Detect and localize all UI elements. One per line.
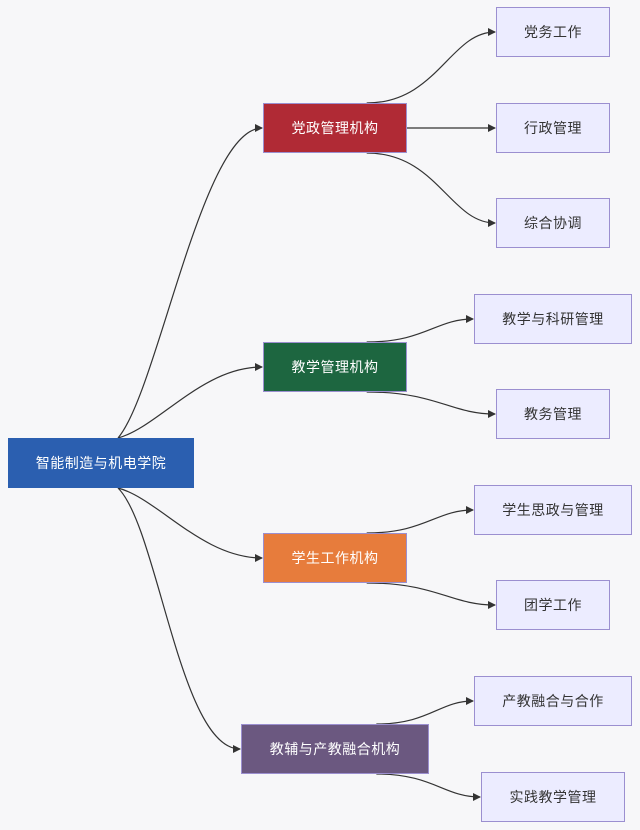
leaf-node: 综合协调 xyxy=(496,198,610,248)
leaf-node: 产教融合与合作 xyxy=(474,676,632,726)
edge-root-to-group xyxy=(117,487,241,753)
edge-group-to-leaf xyxy=(376,773,481,801)
group-node-teaching: 教学管理机构 xyxy=(263,342,407,392)
leaf-node: 行政管理 xyxy=(496,103,610,153)
root-node: 智能制造与机电学院 xyxy=(8,438,194,488)
edge-root-to-group xyxy=(117,124,263,439)
leaf-node: 实践教学管理 xyxy=(481,772,625,822)
leaf-node: 团学工作 xyxy=(496,580,610,630)
leaf-node: 教学与科研管理 xyxy=(474,294,632,344)
edge-group-to-leaf xyxy=(376,697,474,725)
edge-group-to-leaf xyxy=(366,391,496,418)
group-node-student: 学生工作机构 xyxy=(263,533,407,583)
group-node-support: 教辅与产教融合机构 xyxy=(241,724,429,774)
leaf-node: 教务管理 xyxy=(496,389,610,439)
leaf-node: 党务工作 xyxy=(496,7,610,57)
edge-group-to-leaf xyxy=(366,152,496,227)
edge-root-to-group xyxy=(117,487,263,562)
edge-group-to-leaf xyxy=(366,582,496,609)
leaf-node: 学生思政与管理 xyxy=(474,485,632,535)
edge-group-to-leaf xyxy=(366,28,496,104)
group-node-party: 党政管理机构 xyxy=(263,103,407,153)
edge-root-to-group xyxy=(117,363,263,439)
edge-group-to-leaf xyxy=(366,315,474,343)
edge-group-to-leaf xyxy=(366,506,474,534)
